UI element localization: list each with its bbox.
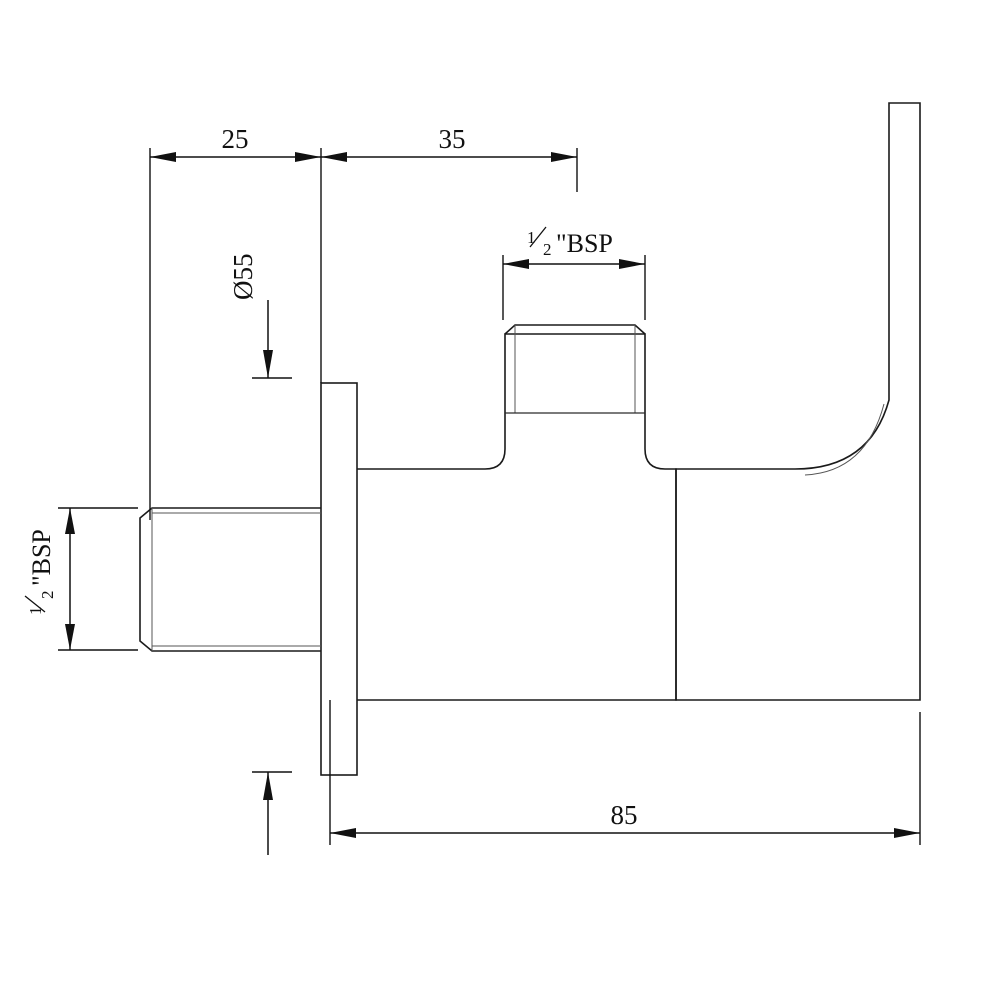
bsp-top-arrow-left xyxy=(503,259,529,269)
dim-dia55-arrow-down xyxy=(263,350,273,378)
dim-35-arrow-left xyxy=(321,152,347,162)
bsp-top-denominator: 2 xyxy=(543,240,552,259)
dim-35-arrow-right xyxy=(551,152,577,162)
lever-handle-outline xyxy=(675,102,921,701)
dim-35-label: 35 xyxy=(439,124,466,154)
dim-85-arrow-right xyxy=(894,828,920,838)
valve-body-outline xyxy=(357,333,677,701)
bsp-left-denominator: 2 xyxy=(38,591,57,600)
wall-flange-outline xyxy=(320,382,358,776)
bsp-top-label-group: 1 2 "BSP xyxy=(527,226,613,259)
bsp-top-fraction-slash xyxy=(529,226,547,248)
lever-handle-inner-sweep xyxy=(804,403,885,476)
dim-dia55-arrow-up xyxy=(263,772,273,800)
bsp-top-numerator: 1 xyxy=(527,228,536,247)
bsp-left-arrow-top xyxy=(65,508,75,534)
inlet-spigot-outline xyxy=(139,507,321,652)
outlet-spigot-chamfer xyxy=(504,324,646,335)
bsp-left-suffix: "BSP xyxy=(27,529,56,586)
bsp-left-fraction-slash xyxy=(24,595,46,613)
bsp-top-arrow-right xyxy=(619,259,645,269)
dim-85-label: 85 xyxy=(611,800,638,830)
dim-25-arrow-right xyxy=(295,152,321,162)
bsp-top-suffix: "BSP xyxy=(556,229,613,258)
bsp-left-numerator: 1 xyxy=(26,607,45,616)
dim-85-arrow-left xyxy=(330,828,356,838)
dim-dia55-label: Ø55 xyxy=(228,254,258,301)
dim-25-arrow-left xyxy=(150,152,176,162)
bsp-left-arrow-bottom xyxy=(65,624,75,650)
dim-25-label: 25 xyxy=(222,124,249,154)
bsp-left-label-group: 1 2 "BSP xyxy=(24,529,57,616)
